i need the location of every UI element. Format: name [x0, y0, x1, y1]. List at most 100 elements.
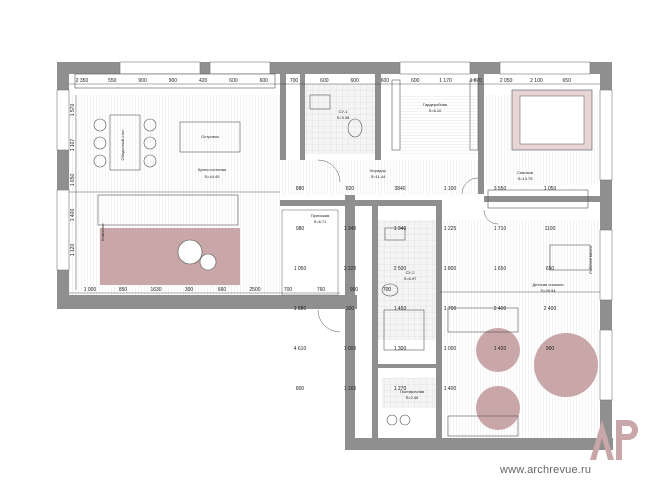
dimension-interior-16: 1 650 — [494, 266, 507, 272]
room-label-bedroom: Спальня — [517, 170, 533, 175]
dimension-bottom-9: 700 — [383, 287, 392, 293]
room-label-hall: Прихожая — [311, 213, 330, 218]
room-area-corridor: S=11.44 — [371, 174, 386, 179]
dimension-interior-28: 1 420 — [494, 346, 507, 352]
dimension-lines — [69, 83, 600, 294]
dimension-interior-15: 1 800 — [444, 266, 457, 272]
room-label-wardrobe: Гардеробная — [423, 102, 447, 107]
dimension-left-2: 1 650 — [70, 174, 76, 187]
dimension-bottom-3: 300 — [185, 287, 194, 293]
dimension-top-6: 600 — [260, 78, 269, 84]
dimension-top-9: 600 — [350, 78, 359, 84]
dimension-left-1: 1 107 — [70, 139, 76, 152]
dimension-bottom-4: 660 — [218, 287, 227, 293]
dimension-top-1: 550 — [108, 78, 117, 84]
room-labels: Кухня-гостиная S=44.45 Обеденный стол Ос… — [100, 102, 593, 400]
kitchen-counter — [74, 73, 276, 153]
dimension-interior-33: 1 400 — [444, 386, 457, 392]
dimension-interior-19: 300 — [346, 306, 355, 312]
room-label-wc2: СУ-2 — [406, 270, 416, 275]
dimension-interior-5: 1 050 — [544, 186, 557, 192]
room-area-hall: S=6.71 — [314, 219, 328, 224]
dimension-interior-29: 900 — [546, 346, 555, 352]
dimension-interior-18: 1 880 — [294, 306, 307, 312]
dimension-interior-27: 1 000 — [444, 346, 457, 352]
room-label-island: Островок — [201, 134, 219, 139]
dimension-bottom-1: 850 — [119, 287, 128, 293]
dining-table — [93, 114, 157, 171]
dimension-interior-12: 1 050 — [294, 266, 307, 272]
dimension-interior-23: 2 400 — [544, 306, 557, 312]
dimension-interior-26: 1 300 — [394, 346, 407, 352]
dimension-top-12: 1 170 — [439, 78, 452, 84]
dimension-texts: 2 350 550 900 900 420 600 600 700 600 600 600 600 1 … — [70, 78, 571, 392]
dimension-interior-10: 1 710 — [494, 226, 507, 232]
dimension-interior-32: 1 270 — [394, 386, 407, 392]
dimension-top-2: 900 — [138, 78, 147, 84]
dimension-interior-8: 1 340 — [394, 226, 407, 232]
kids-room — [447, 244, 598, 437]
dimension-top-0: 2 350 — [76, 78, 89, 84]
doors — [317, 159, 499, 333]
room-area-kids: S=26.94 — [540, 288, 556, 293]
dimension-top-16: 650 — [563, 78, 572, 84]
dimension-top-7: 700 — [290, 78, 299, 84]
bathroom-fixtures — [309, 94, 425, 426]
dimension-top-14: 2 050 — [500, 78, 513, 84]
room-label-living: Кухня-гостиная — [198, 167, 226, 172]
dimension-top-8: 600 — [320, 78, 329, 84]
room-area-wc2: S=6.97 — [404, 276, 418, 281]
room-area-living: S=44.45 — [204, 174, 220, 179]
dimension-interior-20: 1 450 — [394, 306, 407, 312]
room-area-wardrobe: S=6.10 — [429, 108, 443, 113]
wardrobe-cabinets — [391, 79, 589, 209]
ap-logo — [590, 420, 638, 460]
dimension-interior-17: 650 — [546, 266, 555, 272]
dimension-interior-11: 1100 — [545, 226, 556, 232]
dimension-interior-25: 1 000 — [344, 346, 357, 352]
dimension-interior-13: 3 320 — [344, 266, 357, 272]
room-area-laundry: S=2.46 — [406, 395, 420, 400]
dimension-top-13: 1 870 — [470, 78, 483, 84]
dimension-left-3: 1 400 — [70, 209, 76, 222]
dimension-top-11: 600 — [411, 78, 420, 84]
room-area-bedroom: S=13.75 — [517, 176, 533, 181]
dimension-bottom-0: 1 000 — [84, 287, 97, 293]
dimension-interior-24: 4 610 — [294, 346, 307, 352]
room-label-corridor: Коридор — [370, 168, 387, 173]
dimension-top-15: 2 100 — [530, 78, 543, 84]
room-label-workplace: Рабочее место — [588, 245, 593, 274]
windows — [56, 61, 613, 401]
room-label-sofa: Комплект — [100, 223, 105, 241]
dimension-left-0: 1 570 — [70, 104, 76, 117]
watermark: www.archrevue.ru — [500, 464, 592, 476]
dimension-interior-22: 2 400 — [494, 306, 507, 312]
dimension-left-4: 1 120 — [70, 244, 76, 257]
dimension-bottom-7: 760 — [317, 287, 326, 293]
interior-walls — [280, 74, 600, 440]
dimension-interior-31: 1 165 — [344, 386, 357, 392]
dimension-top-3: 900 — [169, 78, 178, 84]
dimension-interior-3: 1 100 — [444, 186, 457, 192]
room-label-laundry: Постирочная — [400, 389, 424, 394]
dimension-interior-1: 820 — [346, 186, 355, 192]
dimension-bottom-8: 900 — [350, 287, 359, 293]
living-area — [97, 194, 240, 285]
dimension-interior-21: 1 700 — [444, 306, 457, 312]
dimension-top-4: 420 — [199, 78, 208, 84]
dimension-bottom-2: 1630 — [150, 287, 161, 293]
dimension-interior-7: 1 340 — [344, 226, 357, 232]
dimension-interior-6: 980 — [296, 226, 305, 232]
room-label-kids: Детская спальня — [532, 282, 563, 287]
dimension-top-10: 600 — [381, 78, 390, 84]
bedroom-bed — [511, 89, 593, 151]
dimension-interior-9: 1 225 — [444, 226, 457, 232]
dimension-interior-30: 800 — [296, 386, 305, 392]
dimension-interior-2: 3840 — [394, 186, 405, 192]
dimension-bottom-6: 700 — [284, 287, 293, 293]
dimension-top-5: 600 — [229, 78, 238, 84]
dimension-interior-14: 2 500 — [394, 266, 407, 272]
dimension-interior-4: 3 550 — [494, 186, 507, 192]
